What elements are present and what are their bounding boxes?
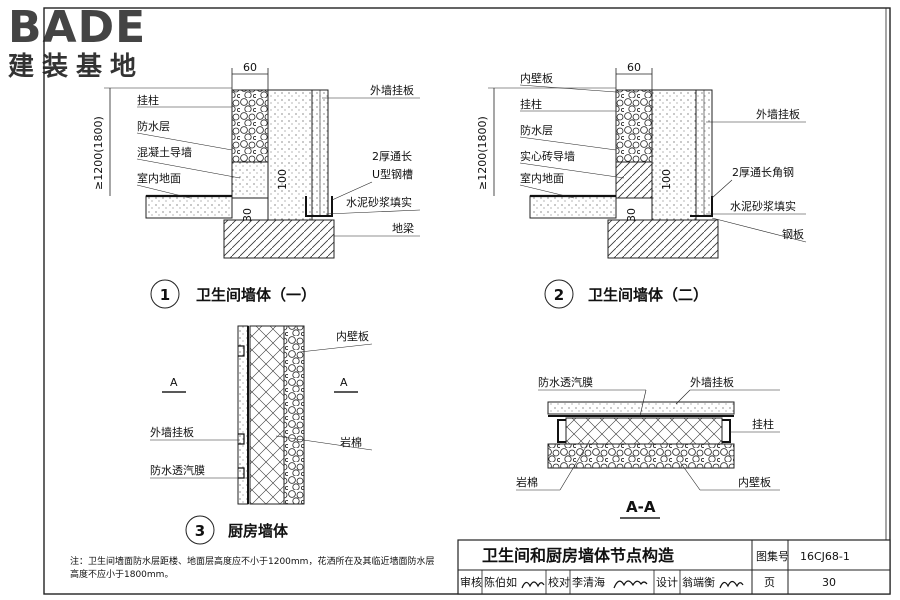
detail2-brick-wall	[615, 161, 653, 199]
detail3-outer-panel	[237, 325, 249, 505]
detail1-label-ground-beam: 地梁	[392, 221, 414, 235]
detail-1: 60 ≥1200(1800) 100 30 挂柱 防水层 混凝土导墙 室内地面	[92, 61, 421, 309]
detail3-number-circle	[185, 515, 215, 545]
detail1-label-column: 挂柱	[137, 93, 159, 107]
detail1-height-dim: ≥1200(1800)	[92, 116, 105, 190]
detail1-number-circle	[150, 279, 180, 309]
detail2-label-column: 挂柱	[520, 97, 542, 111]
title-block: 卫生间和厨房墙体节点构造 图集号 16CJ68-1 审核 陈伯如 校对 李清海 …	[457, 539, 891, 595]
detail1-label-mortar: 水泥砂浆填实	[346, 195, 412, 209]
detail1-label-waterproof: 防水层	[137, 119, 170, 133]
detail3-number: 3	[195, 522, 205, 540]
detail3-label-outer-panel: 外墙挂板	[150, 425, 194, 439]
detail2-ground-beam	[607, 219, 719, 259]
checker-signature	[613, 580, 648, 589]
footnote: 注：卫生间墙面防水层距楼、地面层高度应不小于1200mm，花洒所在及其临近墙面防…	[70, 557, 435, 580]
detail1-label-outer-panel: 外墙挂板	[370, 83, 414, 97]
detail3-label-membrane: 防水透汽膜	[150, 463, 205, 477]
detail1-dim-100: 100	[276, 169, 289, 190]
detail3-label-rock-wool: 岩棉	[340, 435, 362, 449]
detail2-title: 卫生间墙体（二）	[588, 286, 708, 304]
detail2-dim-100: 100	[660, 169, 673, 190]
detail2-column	[615, 89, 653, 163]
logo: BADE 建装基地	[8, 2, 147, 83]
detail1-dim-30: 30	[241, 208, 254, 222]
detail2-label-outer-panel: 外墙挂板	[756, 107, 800, 121]
detail2-label-inner-panel: 内壁板	[520, 71, 553, 85]
aa-title: A-A	[626, 498, 656, 516]
detail2-dim-30: 30	[625, 208, 638, 222]
detail1-column	[231, 89, 269, 163]
page-label: 页	[764, 576, 775, 589]
detail1-width-dim: 60	[243, 61, 257, 74]
page-number: 30	[822, 576, 836, 589]
detail1-label-2mm: 2厚通长	[372, 150, 412, 163]
detail1-guide-wall	[231, 161, 269, 199]
aa-inner-panel	[547, 443, 735, 469]
detail2-height-dim: ≥1200(1800)	[476, 116, 489, 190]
detail3-rock-wool	[249, 325, 285, 505]
detail1-label-floor: 室内地面	[137, 171, 181, 185]
detail2-floor	[529, 195, 617, 219]
detail1-label-u-channel: U型钢槽	[372, 167, 413, 181]
detail-3: A A 外墙挂板 防水透汽膜 内壁板 岩棉 3 厨房墙体	[150, 325, 373, 545]
detail1-number: 1	[160, 286, 170, 304]
aa-label-inner-panel: 内壁板	[738, 475, 771, 489]
detail3-title: 厨房墙体	[228, 522, 289, 540]
logo-brand: BADE	[8, 2, 147, 53]
design-label: 设计	[656, 576, 678, 589]
aa-outer-panel	[547, 401, 735, 415]
detail2-label-angle-steel: 2厚通长角钢	[732, 166, 794, 179]
atlas-label: 图集号	[756, 549, 789, 563]
aa-label-outer-panel: 外墙挂板	[690, 375, 734, 389]
logo-subtitle: 建装基地	[8, 52, 145, 82]
section-a-a: 防水透汽膜 外墙挂板 挂柱 岩棉 内壁板 A-A	[516, 375, 780, 519]
drawing-title: 卫生间和厨房墙体节点构造	[482, 546, 675, 565]
review-label: 审核	[460, 575, 482, 589]
detail2-label-mortar: 水泥砂浆填实	[730, 199, 796, 213]
aa-label-membrane: 防水透汽膜	[538, 375, 593, 389]
detail3-section-mark-left: A	[170, 376, 178, 389]
reviewer-signature	[521, 581, 545, 589]
detail1-floor	[145, 195, 233, 219]
detail2-label-waterproof: 防水层	[520, 123, 553, 137]
aa-label-column: 挂柱	[752, 417, 774, 431]
detail-2: 60 ≥1200(1800) 100 30 内壁板 挂柱 防水层 实心砖导墙 室…	[476, 61, 807, 309]
detail3-inner-panel	[283, 325, 305, 505]
designer-name: 翁端衡	[682, 575, 715, 589]
detail2-width-dim: 60	[627, 61, 641, 74]
check-label: 校对	[548, 575, 570, 589]
sheet-frame	[43, 7, 891, 595]
designer-signature	[719, 580, 744, 589]
detail3-label-inner-panel: 内壁板	[336, 329, 369, 343]
detail3-section-mark-right: A	[340, 376, 348, 389]
atlas-number: 16CJ68-1	[800, 550, 850, 563]
detail1-label-guide-wall: 混凝土导墙	[137, 145, 192, 159]
detail2-label-brick-wall: 实心砖导墙	[520, 149, 575, 163]
reviewer-name: 陈伯如	[484, 575, 517, 589]
detail2-number: 2	[554, 286, 564, 304]
aa-label-rock-wool: 岩棉	[516, 475, 538, 489]
detail1-ground-beam	[223, 219, 335, 259]
detail2-label-floor: 室内地面	[520, 171, 564, 185]
detail2-number-circle	[544, 279, 574, 309]
checker-name: 李清海	[572, 575, 605, 589]
aa-rock-wool	[565, 417, 723, 445]
detail1-title: 卫生间墙体（一）	[196, 286, 316, 304]
